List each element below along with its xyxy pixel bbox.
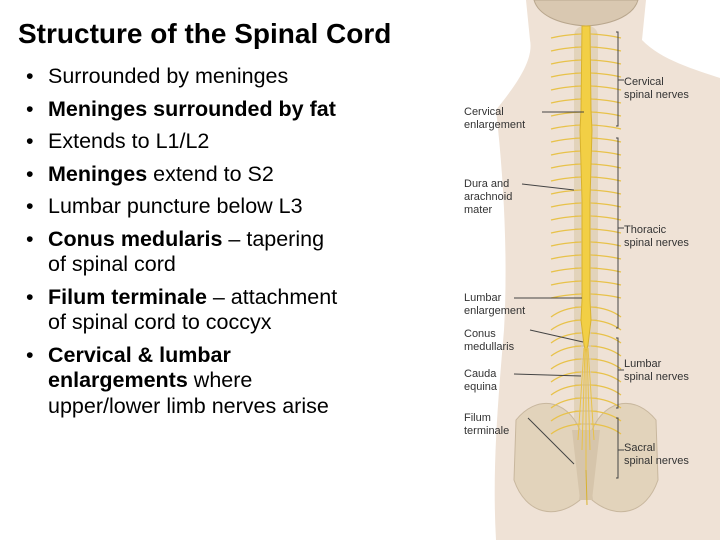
nerve-root [550, 241, 582, 247]
nerve-root [550, 280, 582, 286]
nerve-root [550, 384, 582, 396]
nerve-root [550, 215, 582, 221]
nerve-root [590, 384, 622, 396]
nerve-root [550, 124, 582, 130]
nerve-root [550, 254, 582, 260]
nerve-root [550, 85, 582, 91]
nerve-root [590, 267, 622, 273]
nerve-root [590, 163, 622, 169]
label-cervical-enlargement: Cervical enlargement [464, 106, 526, 131]
nerve-root [550, 371, 582, 383]
nerve-root [590, 241, 622, 247]
bullet-item: Filum terminale – attachment of spinal c… [26, 285, 346, 336]
nerve-root [550, 72, 582, 78]
bullet-list: Surrounded by meninges Meninges surround… [26, 64, 346, 426]
nerve-root [550, 202, 582, 208]
cauda-equina [577, 347, 595, 470]
label-conus-medullaris: Conus medullaris [464, 328, 515, 353]
label-lumbar-nerves: Lumbar spinal nerves [624, 358, 689, 383]
left-leader-lines [513, 111, 584, 465]
nerve-root [550, 423, 582, 435]
nerve-root [590, 306, 622, 318]
nerve-root [590, 332, 622, 344]
label-sacral-nerves: Sacral spinal nerves [624, 442, 689, 467]
nerve-root [590, 280, 622, 286]
nerve-root [550, 98, 582, 104]
bullet-item: Meninges extend to S2 [26, 162, 346, 188]
nerve-root [550, 176, 582, 182]
nerve-root [550, 189, 582, 195]
nerve-root [550, 163, 582, 169]
nerve-root [590, 85, 622, 91]
nerve-root [550, 397, 582, 409]
nerve-root [590, 228, 622, 234]
nerve-root [590, 124, 622, 130]
nerve-root [590, 397, 622, 409]
label-thoracic-nerves: Thoracic spinal nerves [624, 224, 689, 249]
slide-title: Structure of the Spinal Cord [18, 18, 392, 49]
nerve-root [550, 150, 582, 156]
nerve-root [590, 59, 622, 65]
nerve-root [550, 332, 582, 344]
label-dura-arachnoid: Dura and arachnoid mater [464, 178, 513, 216]
spine-drawing [494, 0, 720, 540]
nerve-root [590, 254, 622, 260]
spinal-cord [579, 25, 593, 354]
nerve-root [550, 137, 582, 143]
nerve-root [550, 33, 582, 39]
nerve-root [550, 59, 582, 65]
nerve-root [550, 345, 582, 357]
label-cauda-equina: Cauda equina [464, 368, 498, 393]
nerve-root [550, 46, 582, 52]
nerve-root [590, 423, 622, 435]
spinal-cord-illustration: Cervical enlargement Dura and arachnoid … [456, 0, 720, 540]
nerve-root [590, 202, 622, 208]
nerve-root [590, 176, 622, 182]
label-filum-terminale: Filum terminale [464, 412, 510, 437]
nerve-root [550, 228, 582, 234]
nerve-root [590, 98, 622, 104]
spinal-nerve-roots [550, 33, 622, 435]
pelvis [513, 403, 581, 513]
nerve-root [590, 111, 622, 117]
nerve-root [590, 345, 622, 357]
nerve-root [550, 267, 582, 273]
nerve-root [590, 33, 622, 39]
nerve-root [590, 293, 622, 299]
bullet-item: Meninges surrounded by fat [26, 97, 346, 123]
nerve-root [550, 410, 582, 422]
label-lumbar-enlargement: Lumbar enlargement [464, 292, 526, 317]
nerve-root [590, 46, 622, 52]
nerve-root [550, 358, 582, 370]
label-cervical-nerves: Cervical spinal nerves [624, 76, 689, 101]
bullet-item: Conus medularis – tapering of spinal cor… [26, 227, 346, 278]
nerve-root [590, 137, 622, 143]
nerve-root [590, 358, 622, 370]
nerve-root [590, 72, 622, 78]
bullet-item: Cervical & lumbar enlargements where upp… [26, 343, 346, 420]
nerve-root [590, 150, 622, 156]
bullet-item: Extends to L1/L2 [26, 129, 346, 155]
nerve-root [590, 189, 622, 195]
right-brackets [616, 31, 624, 479]
bullet-item: Surrounded by meninges [26, 64, 346, 90]
filum-terminale [585, 469, 588, 506]
nerve-root [590, 371, 622, 383]
bullet-item: Lumbar puncture below L3 [26, 194, 346, 220]
nerve-root [590, 215, 622, 221]
nerve-root [590, 410, 622, 422]
nerve-root [590, 319, 622, 331]
nerve-root [550, 319, 582, 331]
nerve-root [550, 306, 582, 318]
